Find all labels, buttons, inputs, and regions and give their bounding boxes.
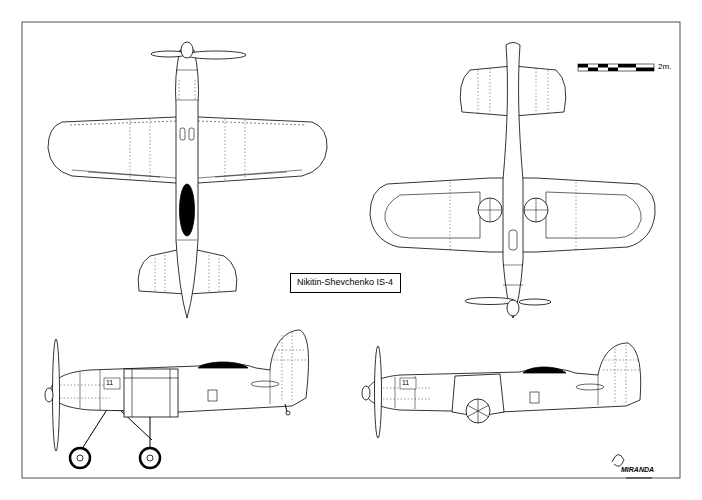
- side-view-gear-up: [362, 343, 641, 438]
- top-view: [48, 42, 327, 318]
- fuselage-number: 11: [401, 379, 410, 386]
- title-text: Nikitin-Shevchenko IS-4: [297, 278, 394, 288]
- scale-bar: [578, 64, 654, 71]
- scale-label: 2m.: [657, 63, 672, 71]
- side-view-gear-down: [45, 330, 308, 468]
- bottom-view: [370, 43, 655, 319]
- signature: MIRANDA: [620, 466, 655, 473]
- fuselage-number: 11: [105, 379, 114, 386]
- title-box: Nikitin-Shevchenko IS-4: [290, 273, 401, 293]
